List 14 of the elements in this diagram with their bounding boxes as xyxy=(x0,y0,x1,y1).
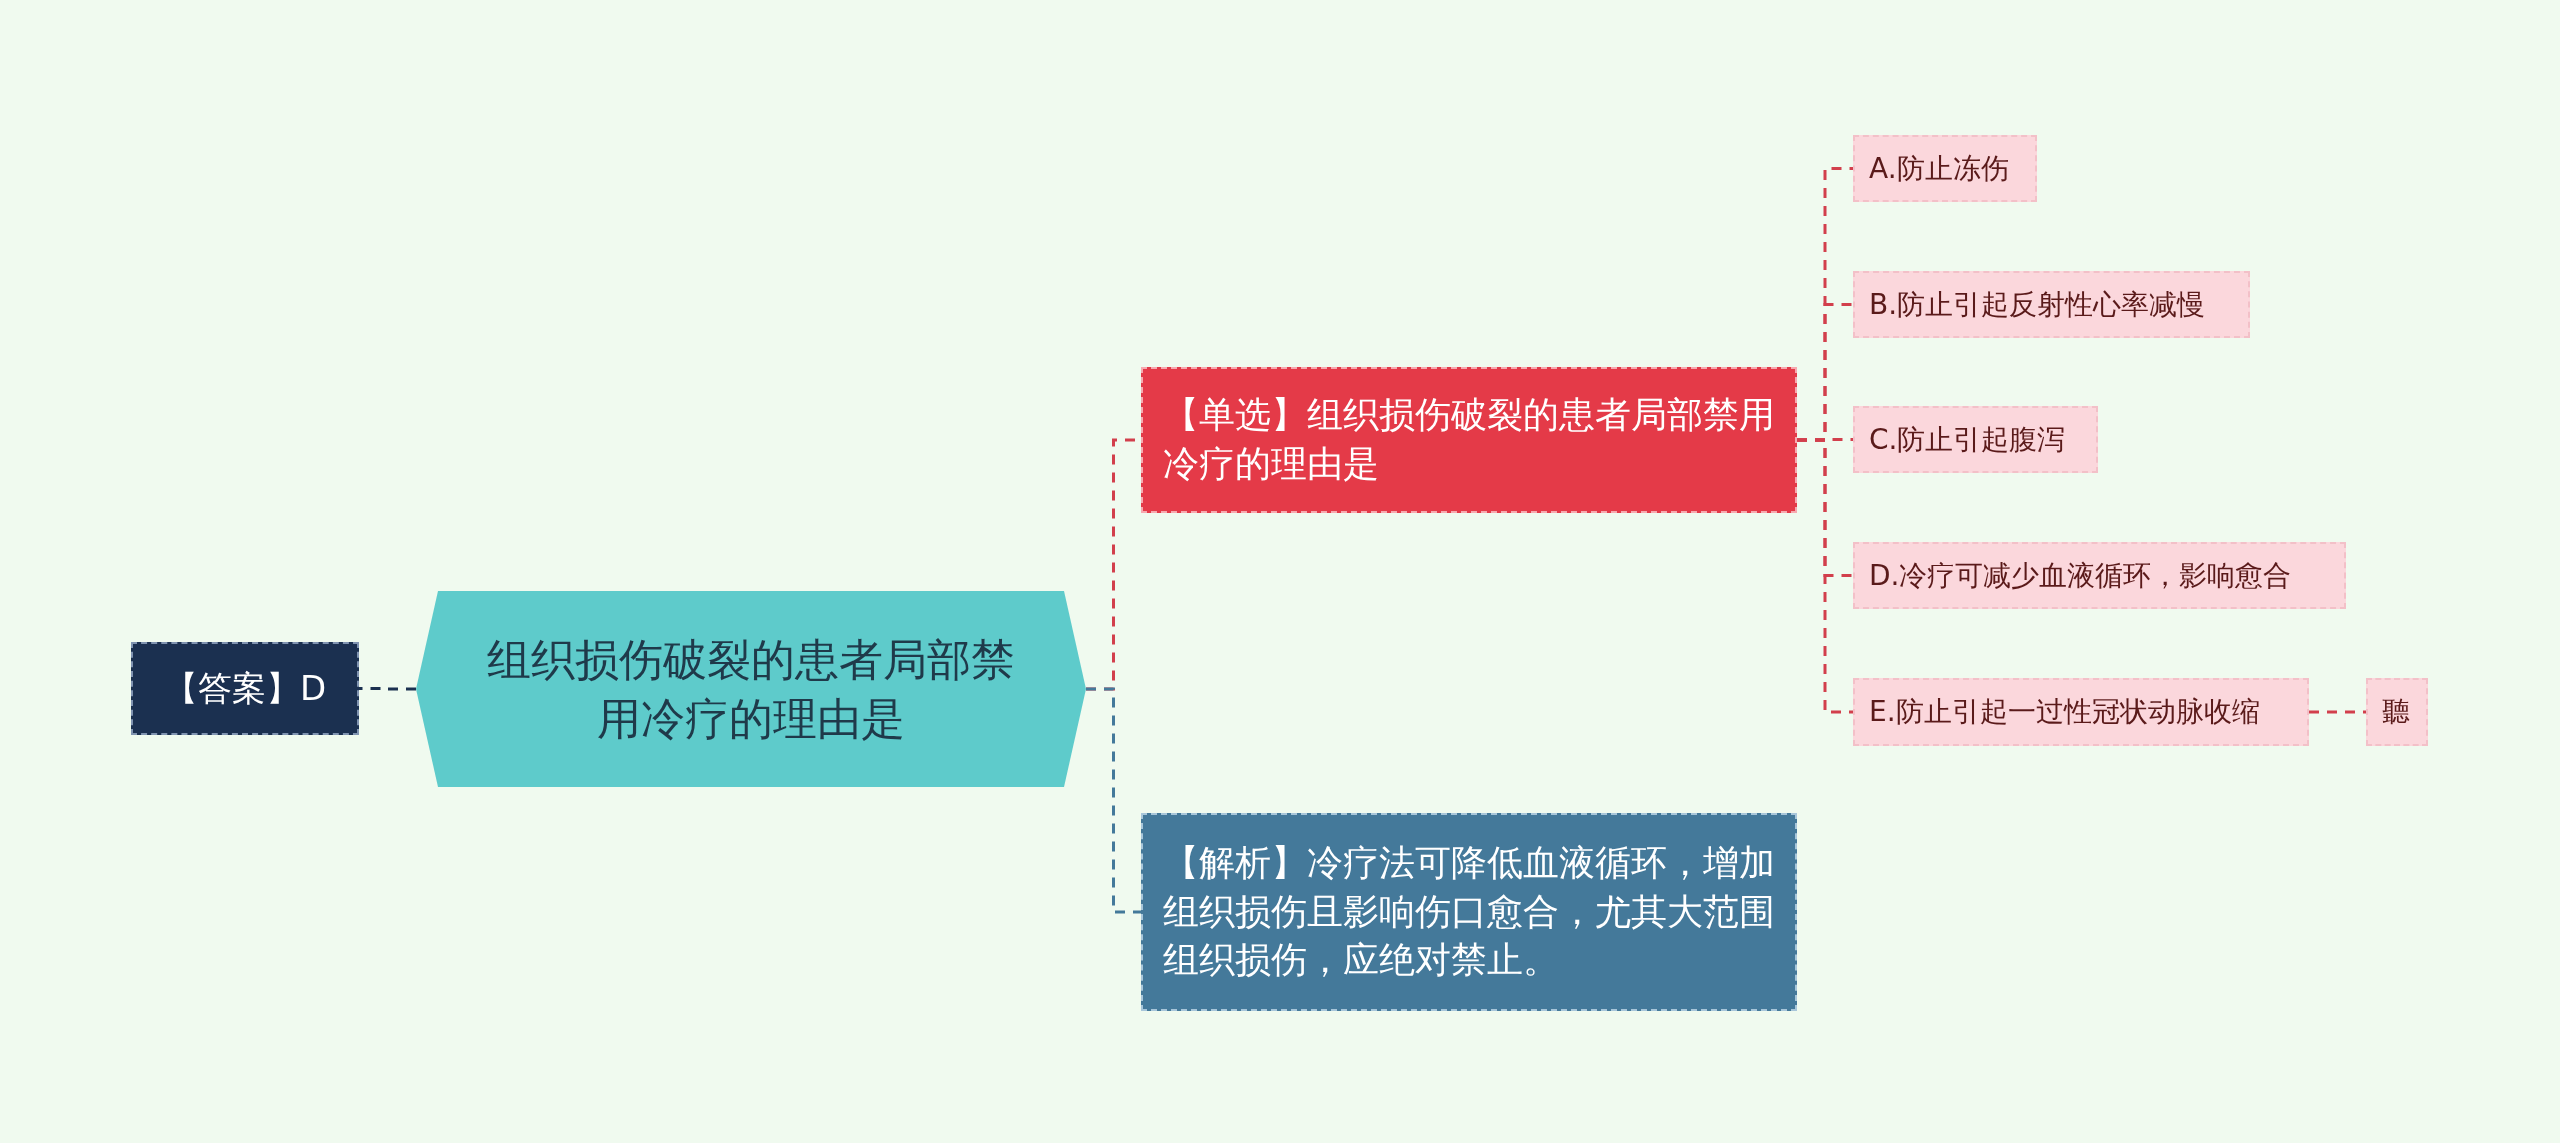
option-box: E.防止引起一过性冠状动脉收缩 xyxy=(1853,678,2309,746)
option-box: 聽 xyxy=(2366,678,2428,746)
option-box: B.防止引起反射性心率减慢 xyxy=(1853,271,2250,338)
connector-line xyxy=(359,687,416,691)
connector-line xyxy=(1797,438,1853,714)
option-box: D.冷疗可减少血液循环，影响愈合 xyxy=(1853,542,2346,609)
answer-box: 【答案】D xyxy=(131,642,359,735)
option-box: A.防止冻伤 xyxy=(1853,135,2037,202)
topic-hexagon: 组织损伤破裂的患者局部禁用冷疗的理由是 xyxy=(416,591,1086,787)
explanation-box: 【解析】冷疗法可降低血液循环，增加组织损伤且影响伤口愈合，尤其大范围组织损伤，应绝对禁止。 xyxy=(1141,813,1797,1011)
connector-line xyxy=(2309,710,2366,714)
option-box: C.防止引起腹泻 xyxy=(1853,406,2098,473)
question-box: 【单选】组织损伤破裂的患者局部禁用冷疗的理由是 xyxy=(1141,367,1797,513)
connector-line xyxy=(1086,687,1141,914)
